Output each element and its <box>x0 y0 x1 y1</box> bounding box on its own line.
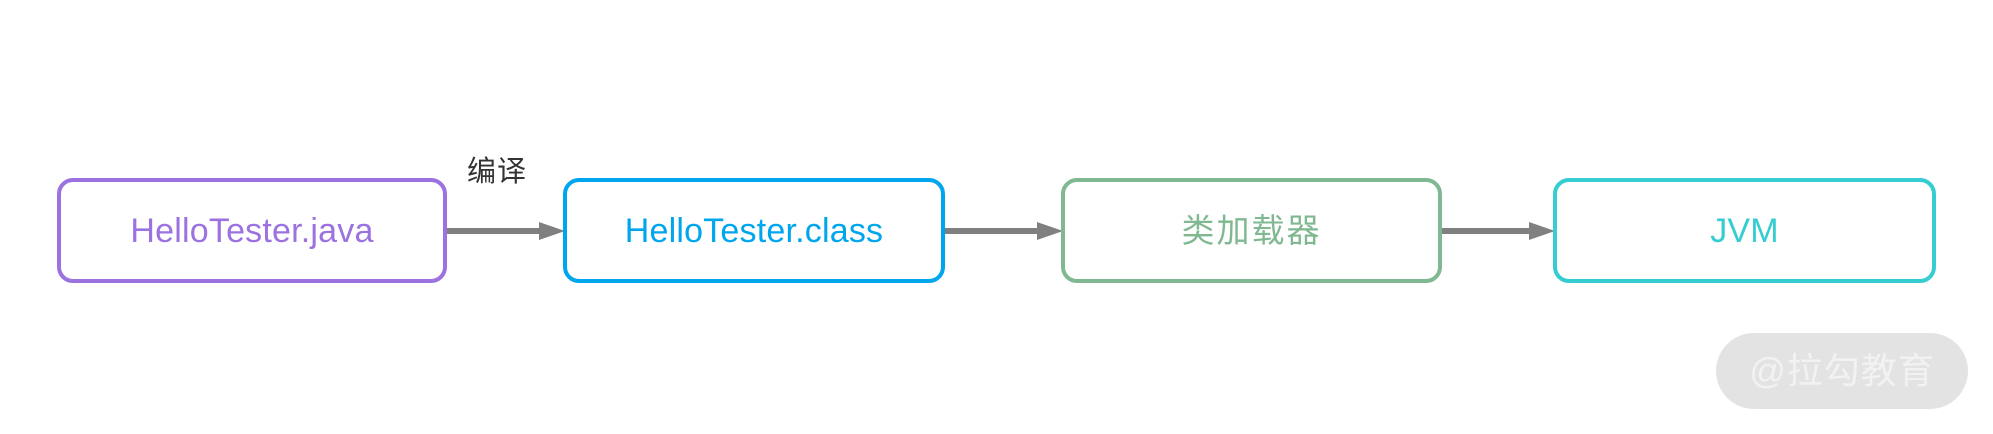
node-jvm-label: JVM <box>1710 211 1779 250</box>
node-jvm: JVM <box>1553 178 1936 283</box>
arrow-shaft <box>1442 228 1532 234</box>
arrow-loader-to-jvm <box>1442 222 1555 240</box>
node-class-loader: 类加载器 <box>1061 178 1442 283</box>
node-class-loader-label: 类加载器 <box>1181 212 1322 249</box>
node-java-source: HelloTester.java <box>57 178 447 283</box>
arrow-head-icon <box>539 222 565 240</box>
arrow-head-icon <box>1529 222 1555 240</box>
watermark-text: @拉勾教育 <box>1749 350 1935 391</box>
node-class-file: HelloTester.class <box>563 178 945 283</box>
arrow-java-to-class <box>447 222 565 240</box>
arrow-class-to-loader <box>945 222 1063 240</box>
watermark-badge: @拉勾教育 <box>1716 333 1968 409</box>
node-java-source-label: HelloTester.java <box>130 211 374 250</box>
node-class-file-label: HelloTester.class <box>624 211 884 250</box>
edge-label-compile: 编译 <box>467 156 528 188</box>
arrow-shaft <box>447 228 542 234</box>
arrow-head-icon <box>1037 222 1063 240</box>
arrow-shaft <box>945 228 1040 234</box>
